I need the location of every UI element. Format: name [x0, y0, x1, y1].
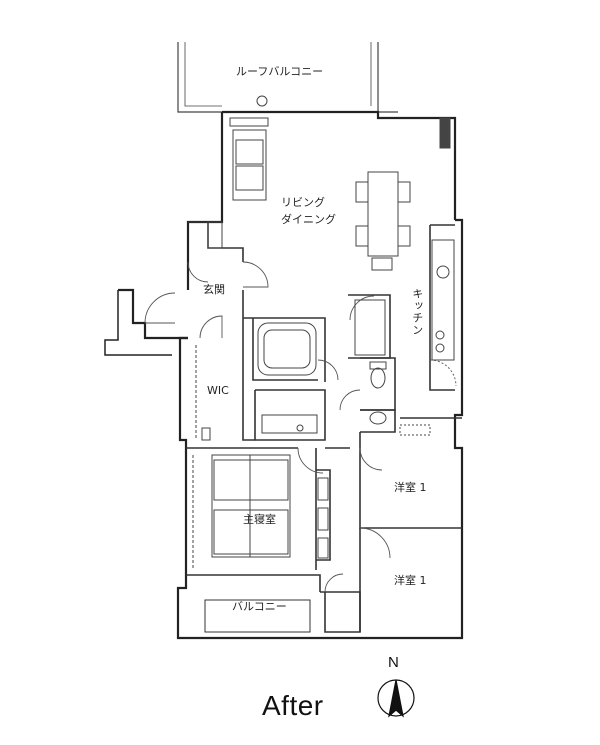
exterior-wall-south — [176, 336, 430, 640]
washbasin — [369, 411, 387, 425]
wall-kitchen-east — [429, 224, 455, 391]
toilet — [370, 367, 386, 389]
entry-porch — [104, 290, 172, 356]
door-kitchen-utility — [429, 359, 457, 387]
double-bed — [211, 454, 291, 558]
room-label-dining: ダイニング — [281, 213, 336, 226]
kitchen-counter — [431, 239, 455, 361]
north-compass — [377, 679, 415, 718]
wall-hall-north — [243, 317, 326, 382]
wall-closet-column — [316, 469, 331, 561]
sofa — [232, 129, 267, 201]
north-label: N — [388, 654, 399, 671]
wall-lavatory — [360, 409, 396, 433]
wall-bath — [252, 318, 318, 381]
pillar — [439, 117, 451, 149]
room-label-wic: WIC — [207, 384, 229, 397]
wall-kitchen-counter — [348, 294, 391, 359]
wall-balcony-inner — [204, 599, 311, 633]
plan-title: After — [262, 690, 324, 721]
room-label-entrance: 玄関 — [203, 283, 225, 296]
exterior-wall-entry-west — [118, 288, 188, 340]
wall-storage — [320, 591, 361, 633]
wall-western-a-west — [359, 432, 462, 529]
door-entrance-wic — [199, 315, 223, 339]
door-bath — [317, 359, 339, 381]
entry-cabinet — [207, 221, 223, 249]
room-label-living: リビング — [281, 196, 325, 209]
room-label-balcony: バルコニー — [232, 600, 287, 613]
wall-entrance-north — [188, 221, 244, 262]
door-entrance-living — [242, 261, 269, 288]
kitchen-island — [354, 299, 386, 356]
door-western-b — [359, 527, 391, 559]
dining-table — [367, 171, 399, 257]
door-bedroom — [297, 447, 324, 474]
wall-washroom — [254, 389, 326, 441]
room-label-kitchen: キッチン — [410, 288, 424, 336]
exterior-wall-northwest — [186, 112, 224, 290]
wall-balcony-north — [186, 574, 321, 592]
utility-area — [399, 424, 431, 436]
wall-wic-east — [242, 338, 255, 441]
vanity — [261, 414, 318, 434]
door-hall-living — [349, 295, 375, 321]
door-storage — [324, 573, 344, 593]
door-living-west — [187, 261, 209, 283]
room-label-master-bedroom: 主寝室 — [243, 513, 276, 526]
door-entry — [144, 292, 176, 324]
sink — [436, 265, 450, 279]
door-western-a — [359, 447, 383, 471]
door-toilet — [339, 389, 361, 411]
stove-burner — [435, 330, 445, 340]
wall-toilet — [360, 357, 396, 411]
room-label-western-room-a: 洋室 1 — [394, 481, 427, 494]
exterior-wall-north — [222, 110, 457, 220]
roof-balcony-inner-rail — [184, 42, 372, 107]
drain-fixture — [256, 95, 268, 107]
room-label-roof-balcony: ルーフバルコニー — [236, 65, 324, 78]
bathtub — [257, 322, 317, 376]
bedroom-closet-unit — [317, 477, 329, 501]
room-label-western-room-b: 洋室 1 — [394, 574, 427, 587]
exterior-wall-east — [430, 218, 464, 640]
